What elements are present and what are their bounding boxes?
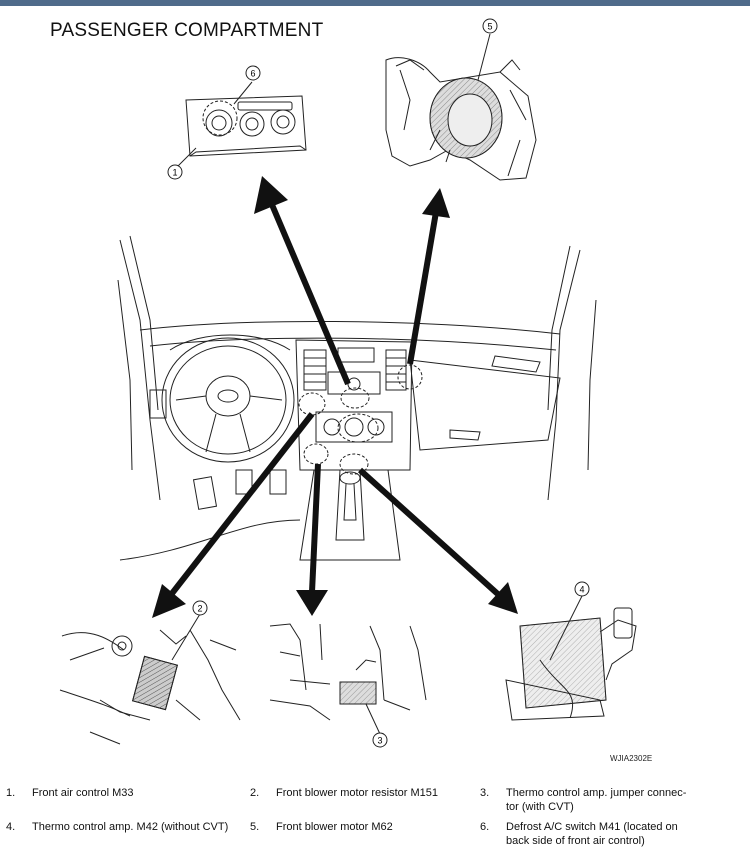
callout-2: 2 — [192, 600, 208, 616]
callout-4: 4 — [574, 581, 590, 597]
blower-motor-inset — [385, 33, 537, 181]
location-arrows — [152, 176, 518, 618]
dashboard-illustration — [117, 235, 597, 561]
svg-text:1: 1 — [172, 168, 177, 178]
svg-text:5: 5 — [487, 22, 492, 32]
callout-6: 6 — [245, 65, 261, 81]
callout-1: 1 — [167, 164, 183, 180]
knob-left-icon — [205, 109, 233, 137]
svg-text:4: 4 — [579, 585, 584, 595]
figure-id: WJIA2302E — [610, 754, 653, 763]
top-bar — [0, 0, 750, 6]
svg-text:2: 2 — [197, 604, 202, 614]
knob-center-icon — [239, 111, 265, 137]
callout-3: 3 — [372, 732, 388, 748]
callout-5: 5 — [482, 18, 498, 34]
blower-resistor-inset — [59, 613, 241, 745]
svg-text:6: 6 — [250, 69, 255, 79]
knob-right-icon — [270, 109, 296, 135]
front-air-control-inset — [175, 81, 307, 169]
dashed-highlight-icon — [202, 100, 238, 136]
diagram-title: PASSENGER COMPARTMENT — [50, 20, 324, 41]
jumper-connector-inset — [269, 623, 427, 735]
thermo-amp-inset — [505, 595, 637, 721]
svg-text:3: 3 — [377, 736, 382, 746]
legend: 1. Front air control M33 2. Front blower… — [6, 787, 687, 847]
component-location-diagram: 6 1 5 — [59, 18, 637, 748]
